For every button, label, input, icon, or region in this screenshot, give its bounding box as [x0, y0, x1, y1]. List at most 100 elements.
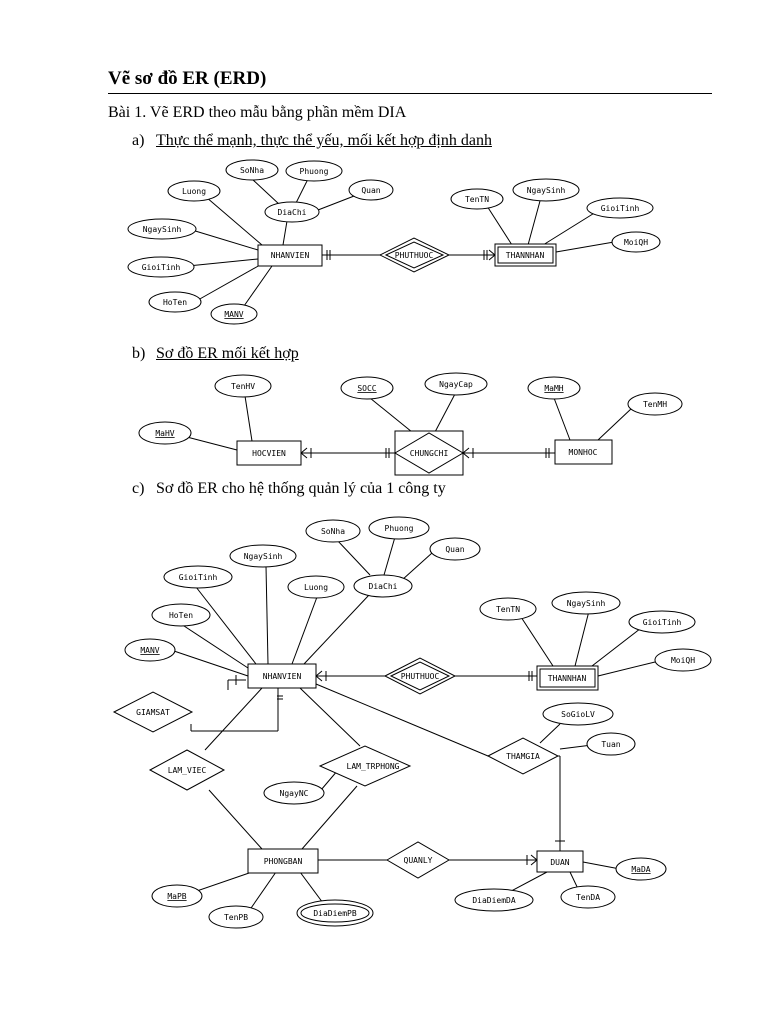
attr-luong-label: Luong [182, 187, 206, 196]
section-a-label: a) [132, 132, 145, 149]
diagram-a: NHANVIEN THANNHAN PHUTHUOC SoNha Phuong … [127, 159, 661, 325]
attr-tentn-label: TenTN [465, 195, 489, 204]
relationship-giamsat-label: GIAMSAT [136, 708, 170, 717]
attr-c-manv [124, 638, 176, 662]
entity-c-phongban-label: PHONGBAN [264, 857, 303, 866]
attr-c-hoten [151, 603, 211, 627]
diagram-b-connectors [182, 393, 633, 459]
attr-tenda [560, 885, 616, 909]
entity-monhoc [554, 439, 613, 465]
section-c-label: c) [132, 480, 145, 497]
attr-mahv-label: MaHV [155, 429, 174, 438]
attr-c-tentn [479, 597, 537, 621]
attr-tenhv [214, 374, 272, 398]
attr-c-quan [429, 537, 481, 561]
section-c-heading: c) Sơ đồ ER cho hệ thống quản lý của 1 cô… [132, 480, 446, 498]
attr-ngaync-label: NgayNC [280, 789, 309, 798]
attr-sonha [225, 159, 279, 181]
attr-hoten-label: HoTen [163, 298, 187, 307]
entity-c-nhanvien [247, 663, 317, 689]
entity-nhanvien [257, 244, 323, 267]
attr-diachi [264, 201, 320, 223]
attr-ngaycap-label: NgayCap [439, 380, 473, 389]
attr-socc [340, 376, 394, 400]
attr-tn-gioitinh-label: GioiTinh [601, 204, 640, 213]
attr-c-phuong [368, 516, 430, 540]
entity-chungchi-label: CHUNGCHI [410, 449, 449, 458]
attr-c-ngaysinh-label: NgaySinh [244, 552, 283, 561]
exercise-text: Bài 1. Vẽ ERD theo mẫu bằng phần mềm DIA [108, 104, 407, 121]
attr-c-tn-gioitinh [628, 610, 696, 634]
attr-mamh-label: MaMH [544, 384, 563, 393]
entity-c-thannhan-inner [539, 668, 596, 688]
attr-c-luong [287, 575, 345, 599]
attr-gioitinh [127, 256, 195, 278]
attr-mada-label: MaDA [631, 865, 650, 874]
relationship-quanly-label: QUANLY [404, 856, 433, 865]
entity-c-nhanvien-label: NHANVIEN [263, 672, 302, 681]
section-b-label: b) [132, 345, 146, 362]
attr-sonha-label: SoNha [240, 166, 264, 175]
attr-phuong-label: Phuong [300, 167, 329, 176]
attr-luong [167, 180, 221, 202]
attr-sogiolv [542, 702, 614, 726]
attr-quan-label: Quan [361, 186, 380, 195]
attr-c-sonha-label: SoNha [321, 527, 345, 536]
relationship-c-phuthuoc-inner [389, 661, 451, 691]
attr-tenda-label: TenDA [576, 893, 600, 902]
attr-c-tn-ngaysinh-label: NgaySinh [567, 599, 606, 608]
attr-sogiolv-label: SoGioLV [561, 710, 595, 719]
document-title: Vẽ sơ đồ ER (ERD) [108, 68, 267, 89]
relationship-lam-viec [148, 749, 226, 791]
attr-c-sonha [305, 519, 361, 543]
entity-chungchi-diamond [394, 432, 464, 474]
attr-tenhv-label: TenHV [231, 382, 255, 391]
entity-c-duan [536, 850, 584, 873]
attr-c-diachi-label: DiaChi [369, 582, 398, 591]
attr-mamh [527, 376, 581, 400]
attr-mapb-label: MaPB [167, 892, 186, 901]
attr-c-diachi [353, 574, 413, 598]
attr-mada [615, 857, 667, 881]
entity-thannhan-inner [497, 246, 554, 264]
attr-c-tn-ngaysinh [551, 591, 621, 615]
entity-c-duan-label: DUAN [550, 858, 569, 867]
diagram-c-connectors [170, 536, 656, 912]
attr-socc-label: SOCC [357, 384, 376, 393]
title-underline [108, 93, 712, 94]
attr-tn-ngaysinh-label: NgaySinh [527, 186, 566, 195]
attr-c-moiqh [654, 648, 712, 672]
attr-quan [348, 179, 394, 201]
attr-moiqh [611, 231, 661, 253]
attr-tenmh [627, 392, 683, 416]
attr-moiqh-label: MoiQH [624, 238, 648, 247]
section-c-text: Sơ đồ ER cho hệ thống quản lý của 1 công… [156, 480, 446, 497]
relationship-phuthuoc-label: PHUTHUOC [395, 251, 434, 260]
attr-c-tn-gioitinh-label: GioiTinh [643, 618, 682, 627]
diagram-a-connectors [187, 176, 615, 307]
attr-tentn [450, 188, 504, 210]
attr-hoten [148, 291, 202, 313]
relationship-c-phuthuoc-label: PHUTHUOC [401, 672, 440, 681]
attr-c-phuong-label: Phuong [385, 524, 414, 533]
attr-mahv [138, 421, 192, 445]
relationship-thamgia-label: THAMGIA [506, 752, 540, 761]
attr-tenpb [208, 905, 264, 929]
attr-tn-ngaysinh [512, 178, 580, 202]
attr-tuan [586, 732, 636, 756]
attr-mapb [151, 884, 203, 908]
relationship-lam-trphong-label: LAM_TRPHONG [347, 762, 400, 771]
section-a-heading: a)Thực thể mạnh, thực thể yếu, mối kết h… [132, 132, 492, 150]
attr-diachi-label: DiaChi [278, 208, 307, 217]
attr-diadiemda [454, 888, 534, 912]
section-b-text: Sơ đồ ER mối kết hợp [156, 345, 299, 362]
attr-ngaysinh-label: NgaySinh [143, 225, 182, 234]
attr-diadiemda-label: DiaDiemDA [472, 896, 516, 905]
attr-manv [210, 303, 258, 325]
attr-c-luong-label: Luong [304, 583, 328, 592]
attr-manv-label: MANV [224, 310, 243, 319]
attr-ngaycap [424, 372, 488, 396]
attr-c-manv-label: MANV [140, 646, 159, 655]
attr-diadiempb-label: DiaDiemPB [313, 909, 357, 918]
